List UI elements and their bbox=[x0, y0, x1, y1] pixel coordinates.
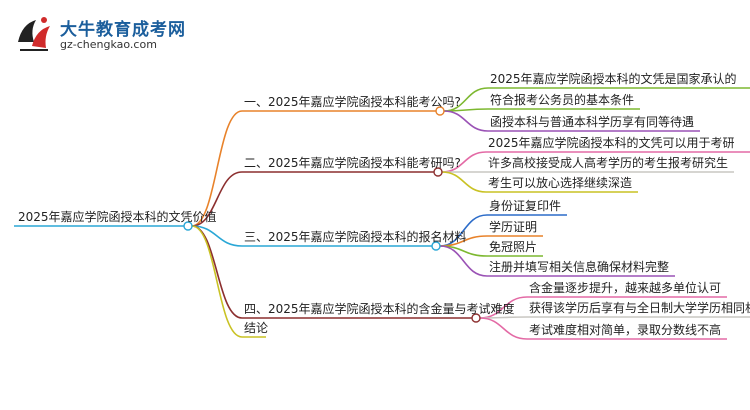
branch-1-child-1-label: 2025年嘉应学院函授本科的文凭是国家承认的 bbox=[490, 72, 737, 86]
branch-3-child-1-label: 身份证复印件 bbox=[489, 199, 562, 213]
branch-4-child-3-link bbox=[479, 317, 528, 340]
branch-1-label: 一、2025年嘉应学院函授本科能考公吗? bbox=[244, 95, 461, 109]
branch-2-child-3-link bbox=[441, 171, 487, 193]
branch-4-node bbox=[471, 313, 481, 323]
logo-url: gz-chengkao.com bbox=[60, 38, 157, 51]
logo-title: 大牛教育成考网 bbox=[60, 20, 186, 40]
branch-2-child-1-label: 2025年嘉应学院函授本科的文凭可以用于考研 bbox=[488, 136, 735, 150]
branch-1-child-2-label: 符合报考公务员的基本条件 bbox=[490, 93, 635, 107]
branch-2-child-3-label: 考生可以放心选择继续深造 bbox=[488, 176, 633, 190]
branch-3-node bbox=[431, 241, 441, 251]
logo: 大牛教育成考网 gz-chengkao.com bbox=[14, 12, 214, 56]
branch-3-child-4-label: 注册并填写相关信息确保材料完整 bbox=[489, 260, 670, 274]
branch-3-child-2-label: 学历证明 bbox=[489, 220, 538, 234]
branch-2-child-2-label: 许多高校接受成人高考学历的考生报考研究生 bbox=[488, 156, 729, 170]
root-to-branch-4-link bbox=[191, 225, 243, 319]
branch-3-child-3-label: 免冠照片 bbox=[489, 240, 538, 254]
branch-4-child-3-label: 考试难度相对简单，录取分数线不高 bbox=[529, 323, 722, 337]
branch-3-child-4-link bbox=[439, 245, 488, 277]
branch-2-label: 二、2025年嘉应学院函授本科能考研吗? bbox=[244, 156, 461, 170]
branch-4-child-1-label: 含金量逐步提升，越来越多单位认可 bbox=[529, 281, 722, 295]
root-to-branch-3-link bbox=[191, 225, 243, 247]
bull-logo-icon bbox=[18, 17, 50, 51]
branch-1-child-3-link bbox=[443, 110, 489, 132]
root-to-branch-2-link bbox=[191, 171, 243, 227]
branch-3-label: 三、2025年嘉应学院函授本科的报名材料 bbox=[244, 230, 467, 244]
root-to-branch-5-link bbox=[191, 225, 243, 338]
root-node-label: 2025年嘉应学院函授本科的文凭价值 bbox=[18, 210, 217, 224]
branch-4-child-2-label: 获得该学历后享有与全日制大学学历相同机会 bbox=[529, 301, 750, 315]
branch-1-node bbox=[435, 106, 445, 116]
root-node bbox=[183, 221, 193, 231]
branch-5-label: 结论 bbox=[244, 321, 269, 335]
branch-4-label: 四、2025年嘉应学院函授本科的含金量与考试难度 bbox=[244, 302, 515, 316]
branch-2-node bbox=[433, 167, 443, 177]
branch-1-child-3-label: 函授本科与普通本科学历享有同等待遇 bbox=[490, 115, 695, 129]
root-to-branch-1-link bbox=[191, 110, 243, 227]
